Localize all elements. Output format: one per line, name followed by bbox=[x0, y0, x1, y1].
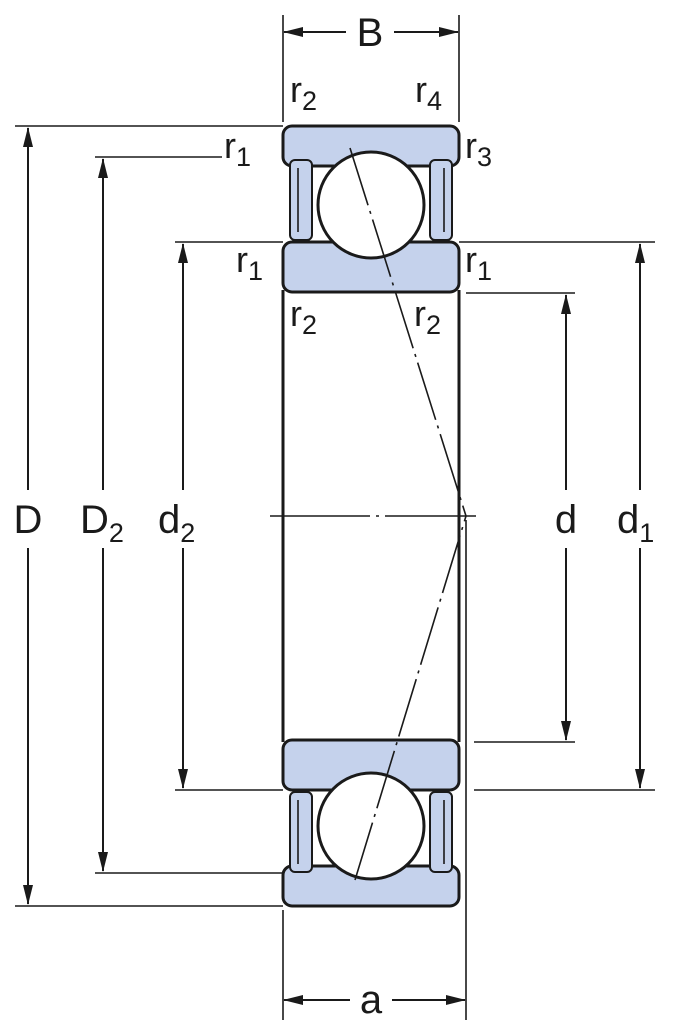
ball-top bbox=[316, 150, 426, 260]
label-r2-bottom-right: r2 bbox=[414, 293, 441, 340]
contact-lines bbox=[270, 147, 476, 881]
label-B: B bbox=[357, 11, 384, 55]
seal-right-bottom bbox=[429, 791, 453, 873]
label-d: d bbox=[555, 498, 577, 542]
label-a: a bbox=[360, 978, 383, 1022]
seal-left-top bbox=[289, 159, 313, 241]
label-D2: D2 bbox=[80, 498, 124, 548]
label-d1: d1 bbox=[617, 498, 654, 548]
label-r1-left-lower: r1 bbox=[236, 239, 263, 286]
label-d2: d2 bbox=[158, 498, 195, 548]
label-r3-right: r3 bbox=[465, 125, 492, 172]
dimension-labels: B a D D2 d2 d d1 bbox=[14, 11, 655, 1022]
label-r1-right: r1 bbox=[465, 239, 492, 286]
dimension-arrows bbox=[23, 27, 645, 1005]
label-r2-bottom-left: r2 bbox=[290, 293, 317, 340]
radius-labels: r2 r4 r1 r3 r1 r1 r2 r2 bbox=[224, 69, 492, 340]
label-r2-top-left: r2 bbox=[290, 69, 317, 116]
label-r1-left-upper: r1 bbox=[224, 125, 251, 172]
bottom-section bbox=[281, 738, 461, 908]
label-D: D bbox=[14, 498, 43, 542]
bearing-body bbox=[281, 124, 461, 908]
label-r4-top-right: r4 bbox=[415, 69, 442, 116]
seal-right-top bbox=[429, 159, 453, 241]
top-section bbox=[281, 124, 461, 294]
seal-left-bottom bbox=[289, 791, 313, 873]
